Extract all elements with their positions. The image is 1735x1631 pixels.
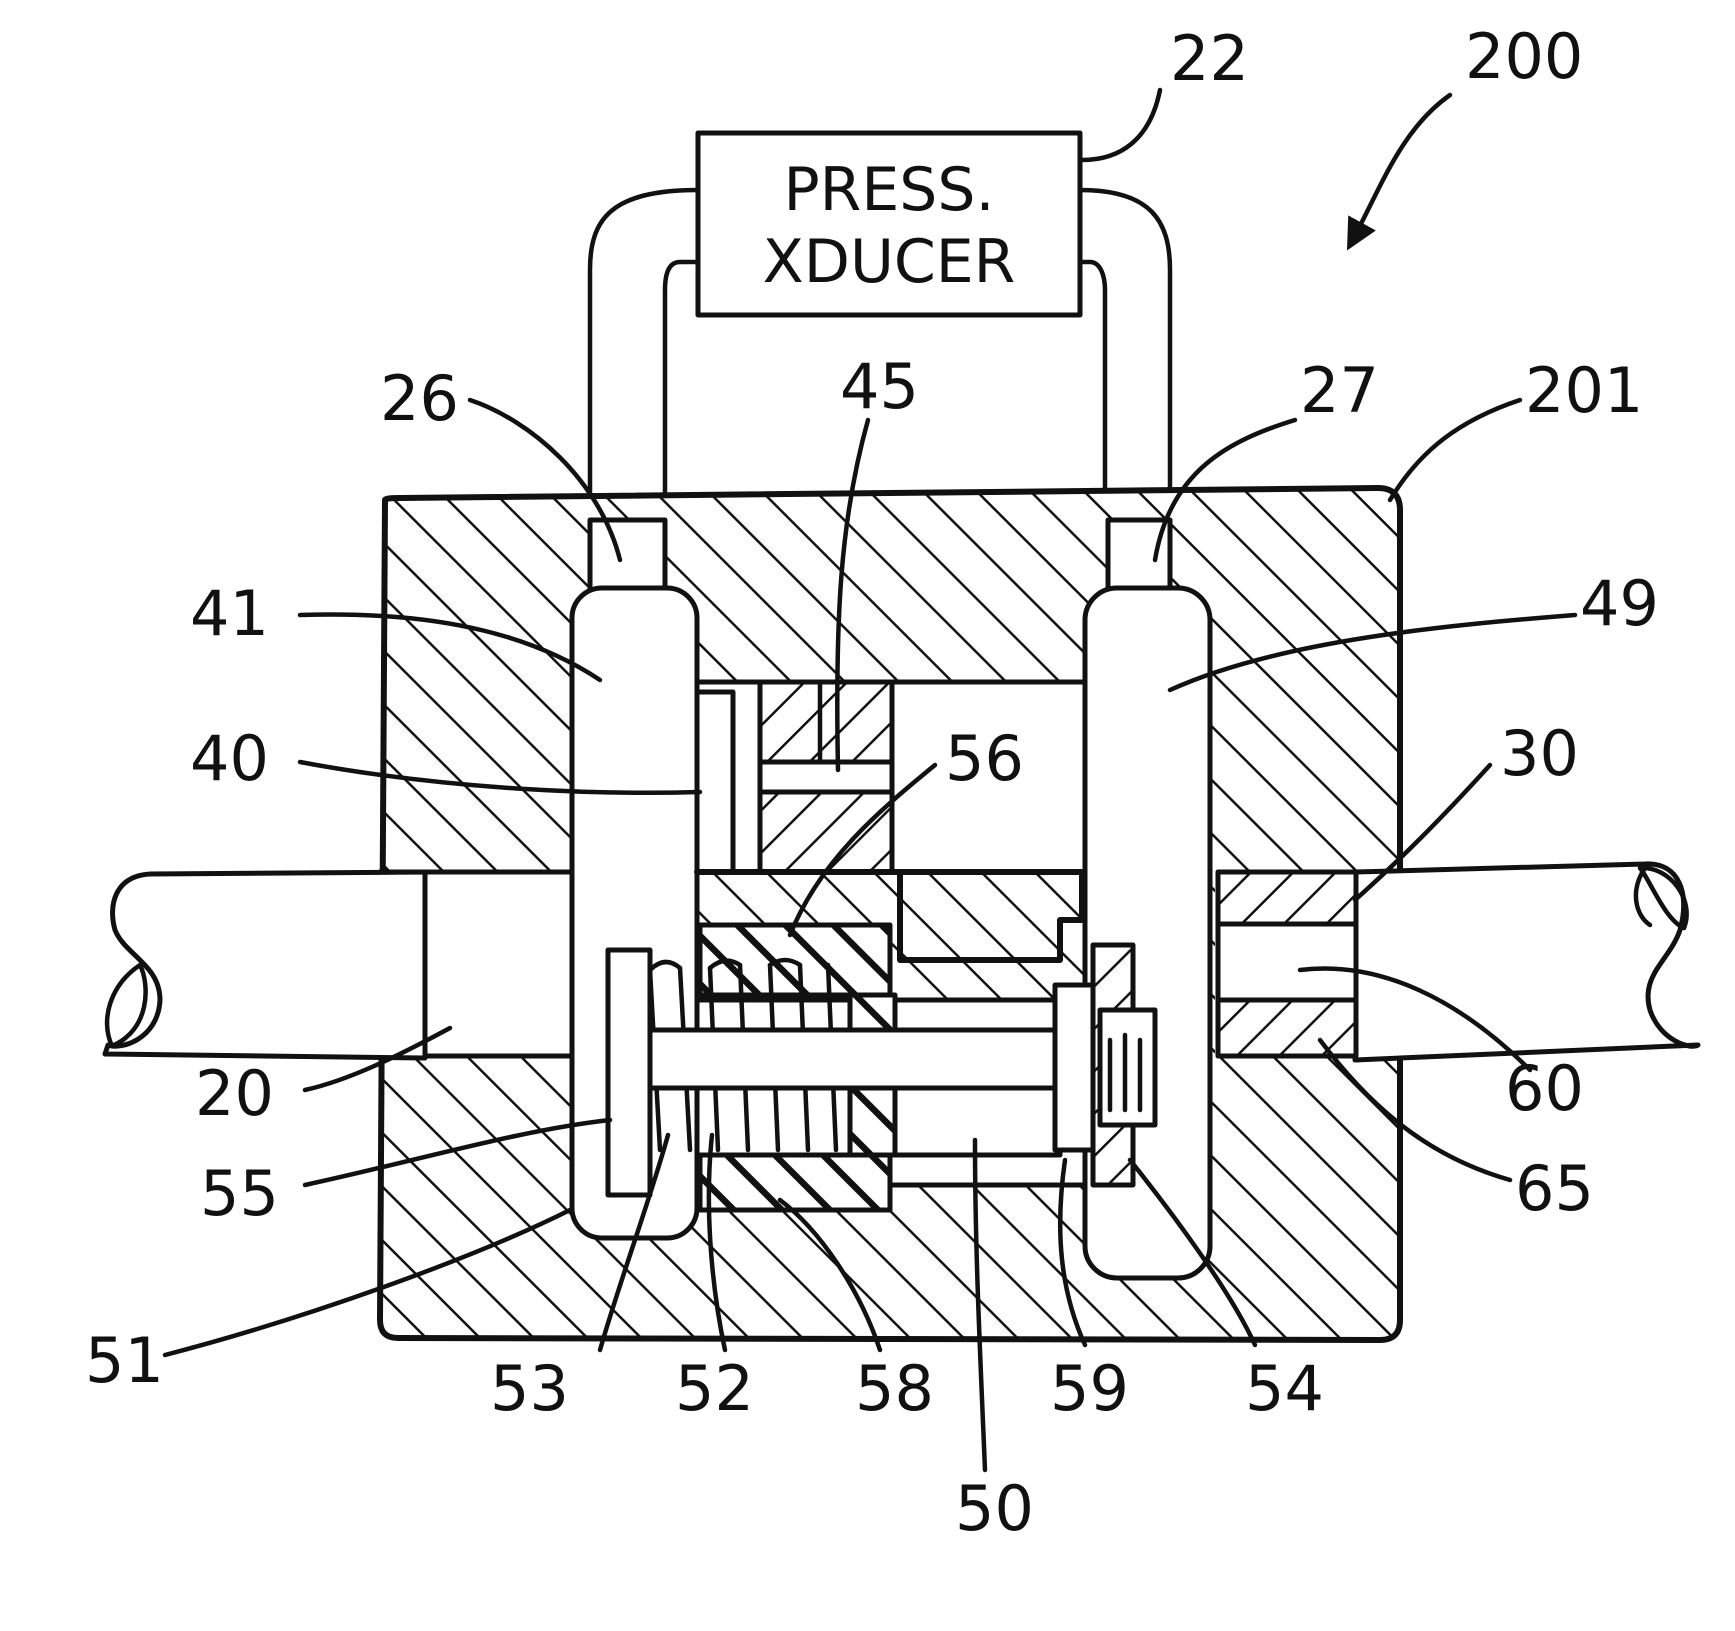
transducer-text-line-2: XDUCER: [763, 227, 1016, 297]
tube-left-outer: [590, 190, 698, 520]
piston-55: [608, 950, 650, 1195]
label-55: 55: [200, 1157, 279, 1230]
label-22: 22: [1170, 22, 1249, 95]
inlet-pipe-body: [105, 872, 425, 1058]
label-41: 41: [190, 577, 269, 650]
label-56: 56: [945, 722, 1024, 795]
orifice-block-lower: [760, 792, 892, 872]
stem-lower-guide: [895, 1088, 1060, 1155]
label-58: 58: [855, 1352, 934, 1425]
outlet-pipe-body: [1355, 864, 1698, 1060]
label-49: 49: [1580, 567, 1659, 640]
inlet-pipe: [105, 872, 425, 1058]
label-45: 45: [840, 350, 919, 423]
inlet-pipe-break: [107, 965, 146, 1046]
label-26: 26: [380, 362, 459, 435]
port-26: [590, 520, 665, 590]
label-27: 27: [1300, 354, 1379, 427]
tube-right-outer: [1080, 190, 1170, 520]
outlet-passage: [1218, 924, 1356, 1000]
label-65: 65: [1515, 1152, 1594, 1225]
orifice-block-upper: [760, 682, 892, 762]
outlet-pipe: [1355, 864, 1698, 1060]
label-50: 50: [955, 1472, 1034, 1545]
tube-left-inner: [665, 262, 698, 520]
label-200: 200: [1465, 20, 1583, 93]
label-53: 53: [490, 1352, 569, 1425]
valve-stem-50: [640, 1030, 1060, 1088]
tube-right-inner: [1080, 262, 1105, 520]
outlet-port-block: [1218, 872, 1356, 1056]
label-40: 40: [190, 722, 269, 795]
transducer-text-line-1: PRESS.: [783, 155, 994, 225]
label-201: 201: [1525, 354, 1643, 427]
pressure-transducer: PRESS. XDUCER: [590, 133, 1170, 520]
leader-22: [1082, 90, 1160, 160]
label-59: 59: [1050, 1352, 1129, 1425]
label-52: 52: [675, 1352, 754, 1425]
leader-201: [1390, 400, 1520, 500]
label-30: 30: [1500, 717, 1579, 790]
leader-200: [1350, 95, 1450, 245]
label-54: 54: [1245, 1352, 1324, 1425]
label-51: 51: [85, 1324, 164, 1397]
label-60: 60: [1505, 1052, 1584, 1125]
label-20: 20: [195, 1057, 274, 1130]
orifice-passage-45: [760, 762, 892, 792]
passage-40: [697, 692, 733, 872]
